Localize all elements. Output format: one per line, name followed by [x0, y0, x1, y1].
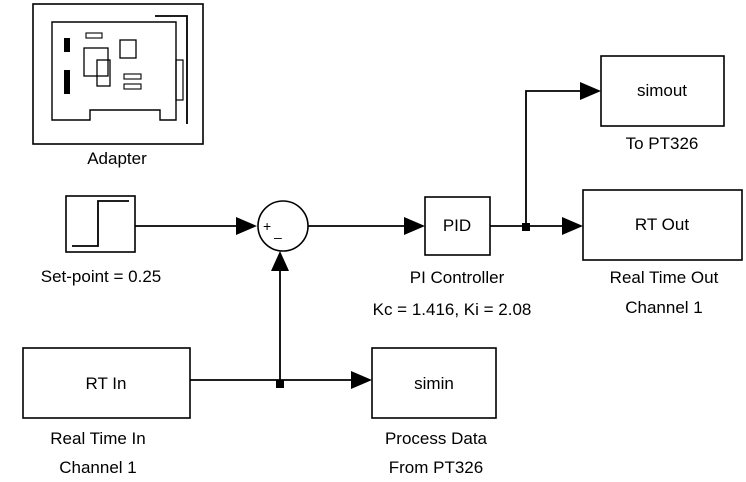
simout-caption: To PT326: [626, 134, 699, 153]
wire-branch-to-simout[interactable]: [525, 82, 601, 226]
rt-in-block[interactable]: RT In: [22, 347, 191, 419]
simout-frame: [600, 55, 725, 127]
simout-label: simout: [637, 81, 687, 100]
rt-out-caption-line1: Real Time Out: [610, 268, 719, 287]
step-frame: [65, 195, 136, 253]
rt-in-caption-line2: Channel 1: [59, 458, 137, 477]
pid-label: PID: [443, 216, 471, 235]
wire-rt-in-to-simin[interactable]: [190, 371, 372, 389]
rt-in-frame: [22, 347, 191, 419]
branch-point-rt-in: [276, 380, 284, 388]
step-caption: Set-point = 0.25: [41, 267, 162, 286]
rt-out-frame: [582, 189, 743, 261]
pid-block[interactable]: PID: [424, 196, 491, 256]
sum-minus-sign: –: [274, 229, 282, 245]
wire-sum-to-pid[interactable]: [308, 217, 425, 235]
simin-block[interactable]: simin: [371, 347, 497, 419]
simin-caption-line2: From PT326: [389, 458, 483, 477]
rt-out-caption-line2: Channel 1: [625, 298, 703, 317]
wire-feedback-to-sum[interactable]: [271, 251, 289, 380]
sum-block[interactable]: + –: [257, 200, 309, 252]
wire-step-to-sum[interactable]: [135, 217, 257, 235]
adapter-frame: [32, 3, 204, 145]
simout-block[interactable]: simout: [600, 55, 725, 127]
wire-pid-to-rt-out[interactable]: [490, 217, 583, 235]
rt-out-block[interactable]: RT Out: [582, 189, 743, 261]
rt-out-label: RT Out: [635, 215, 689, 234]
rt-in-caption-line1: Real Time In: [50, 429, 145, 448]
simin-frame: [371, 347, 497, 419]
step-waveform-icon: [72, 200, 129, 247]
adapter-block[interactable]: [32, 3, 204, 145]
adapter-caption: Adapter: [87, 149, 147, 168]
branch-point-pid: [522, 223, 530, 231]
pid-caption-line2: Kc = 1.416, Ki = 2.08: [373, 300, 532, 319]
step-block[interactable]: [65, 195, 136, 253]
pid-caption-line1: PI Controller: [410, 268, 505, 287]
simin-caption-line1: Process Data: [385, 429, 488, 448]
adapter-card-icon: [51, 15, 188, 124]
simin-label: simin: [414, 374, 454, 393]
sum-plus-sign: +: [263, 218, 271, 234]
pid-frame: [424, 196, 491, 256]
rt-in-label: RT In: [86, 374, 127, 393]
